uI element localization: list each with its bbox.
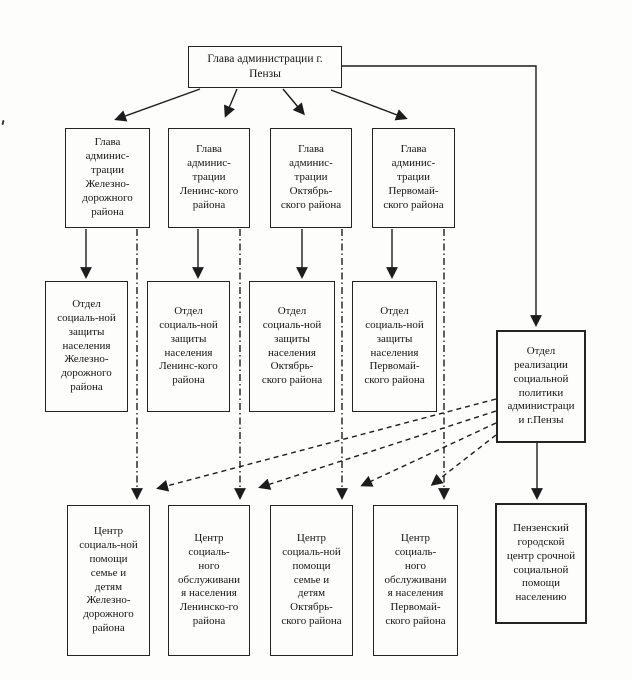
node-head-city-administration: Глава администрации г. Пензы [188, 46, 342, 88]
node-head-oktyabrsky: Глава админис- трации Октябрь- ского рай… [270, 128, 352, 228]
node-social-protection-oktyabrsky: Отдел социаль-ной защиты населения Октяб… [249, 281, 335, 412]
node-center-service-leninsky: Центр социаль- ного обслуживани я населе… [168, 505, 250, 656]
node-center-family-zheleznodorozhny: Центр социаль-ной помощи семье и детям Ж… [67, 505, 150, 656]
arrow-city-to-pervomaysky-head [330, 89, 408, 121]
node-head-pervomaysky: Глава админис- трации Первомай- ского ра… [372, 128, 455, 228]
node-city-emergency-center: Пензенский городской центр срочной социа… [495, 503, 587, 624]
dashed-policy-to-center-leninsky [258, 410, 497, 490]
dashed-policy-to-center-oktyabrsky [360, 422, 497, 487]
arrow-city-to-zheleznodorozhny-head [114, 88, 201, 122]
node-head-leninsky: Глава админис- трации Ленинс-кого района [168, 128, 250, 228]
node-social-policy-dept: Отдел реализации социальной политики адм… [496, 330, 586, 443]
node-social-protection-zheleznodorozhny: Отдел социаль-ной защиты населения Желез… [45, 281, 128, 412]
node-center-service-pervomaysky: Центр социаль- ного обслуживани я населе… [373, 505, 458, 656]
arrow-city-to-oktyabrsky-head [282, 88, 305, 116]
node-center-family-oktyabrsky: Центр социаль-ной помощи семье и детям О… [270, 505, 353, 656]
node-social-protection-pervomaysky: Отдел социаль-ной защиты населения Перво… [352, 281, 437, 412]
arrow-city-to-social-policy-dept [342, 65, 542, 327]
node-social-protection-leninsky: Отдел социаль-ной защиты населения Ленин… [147, 281, 230, 412]
arrow-city-to-leninsky-head [223, 88, 238, 118]
dashed-policy-to-center-pervomaysky [430, 434, 497, 486]
node-head-zheleznodorozhny: Глава админис- трации Железно- дорожного… [65, 128, 150, 228]
dashed-policy-to-center-zheleznodorozhny [156, 398, 497, 492]
